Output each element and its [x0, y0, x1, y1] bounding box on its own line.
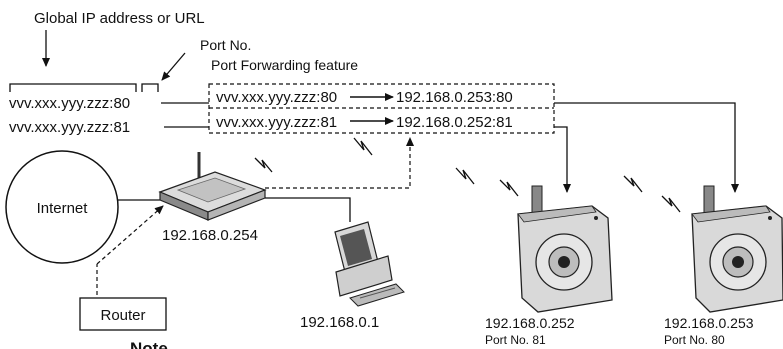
camera-252-ip: 192.168.0.252: [485, 315, 575, 331]
camera-253-port: Port No. 80: [664, 333, 725, 347]
port-no-arrow: [161, 52, 186, 81]
internet-label: Internet: [37, 200, 89, 217]
wireless-router-icon: [158, 152, 267, 221]
rule-81-destination: 192.168.0.252:81: [396, 114, 513, 131]
rule-80-source: vvv.xxx.yyy.zzz:80: [216, 89, 337, 106]
camera-253-ip: 192.168.0.253: [664, 315, 754, 331]
camera-252-port: Port No. 81: [485, 333, 546, 347]
network-camera-icon: [691, 185, 783, 313]
rule-80-destination: 192.168.0.253:80: [396, 89, 513, 106]
internet-circle: [5, 150, 119, 264]
router-label-dashed-arrow: [96, 205, 164, 265]
port-forwarding-label: Port Forwarding feature: [211, 57, 358, 73]
router-label: Router: [100, 307, 145, 324]
address-80: vvv.xxx.yyy.zzz:80: [9, 95, 130, 112]
line-to-camera-253: [554, 102, 739, 193]
global-ip-label: Global IP address or URL: [34, 10, 205, 27]
port-no-label: Port No.: [200, 37, 251, 53]
router-ip: 192.168.0.254: [162, 227, 258, 244]
port-bracket: [141, 83, 159, 92]
router-to-box-dashed: [265, 137, 414, 189]
desktop-computer-icon: [334, 221, 405, 307]
router-label-box: [79, 297, 167, 331]
ip-bracket: [9, 83, 137, 92]
line-to-camera-252: [554, 126, 571, 193]
router-pc-link: [265, 197, 351, 222]
wireless-signal-icon: [254, 137, 681, 213]
rule-81-source: vvv.xxx.yyy.zzz:81: [216, 114, 337, 131]
pc-ip: 192.168.0.1: [300, 314, 379, 331]
network-camera-icon: [517, 185, 613, 313]
note-heading: Note: [130, 339, 168, 349]
address-81: vvv.xxx.yyy.zzz:81: [9, 119, 130, 136]
